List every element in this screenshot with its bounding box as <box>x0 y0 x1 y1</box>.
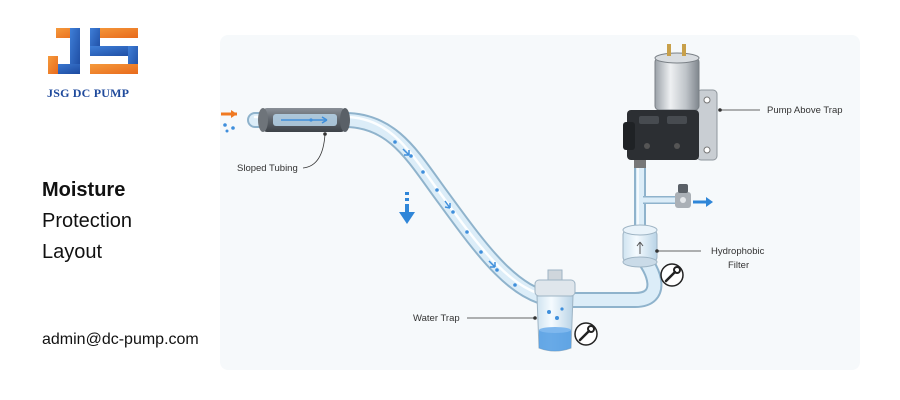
page-title: Moisture Protection Layout <box>42 175 132 268</box>
brand-name: JSG DC PUMP <box>47 86 130 100</box>
inlet-arrow-icon <box>221 110 237 133</box>
title-line-2: Protection <box>42 210 133 232</box>
down-arrow-icon <box>399 192 415 224</box>
tubing-sleeve <box>258 108 350 132</box>
title-line-1: Moisture <box>42 179 126 201</box>
label-pump-above-trap: Pump Above Trap <box>767 105 843 116</box>
title-line-3: Layout <box>42 241 103 263</box>
flow-droplets <box>393 140 517 287</box>
label-hydrophobic-filter-2: Filter <box>728 260 749 271</box>
label-water-trap: Water Trap <box>413 313 460 324</box>
water-trap <box>534 269 576 352</box>
brand-logo <box>48 28 138 74</box>
outlet-valve <box>675 184 691 208</box>
hydrophobic-filter <box>622 224 658 268</box>
contact-email[interactable]: admin@dc-pump.com <box>42 331 199 348</box>
moisture-protection-diagram: Sloped Tubing Pump Above Trap Hydrophobi… <box>220 35 860 370</box>
wrench-icon <box>660 263 684 287</box>
label-sloped-tubing: Sloped Tubing <box>237 163 298 174</box>
flow-arrows <box>402 148 496 268</box>
label-hydrophobic-filter-1: Hydrophobic <box>711 246 765 257</box>
pump <box>623 44 718 168</box>
outlet-arrow-icon <box>693 197 713 207</box>
wrench-icon <box>574 322 598 346</box>
